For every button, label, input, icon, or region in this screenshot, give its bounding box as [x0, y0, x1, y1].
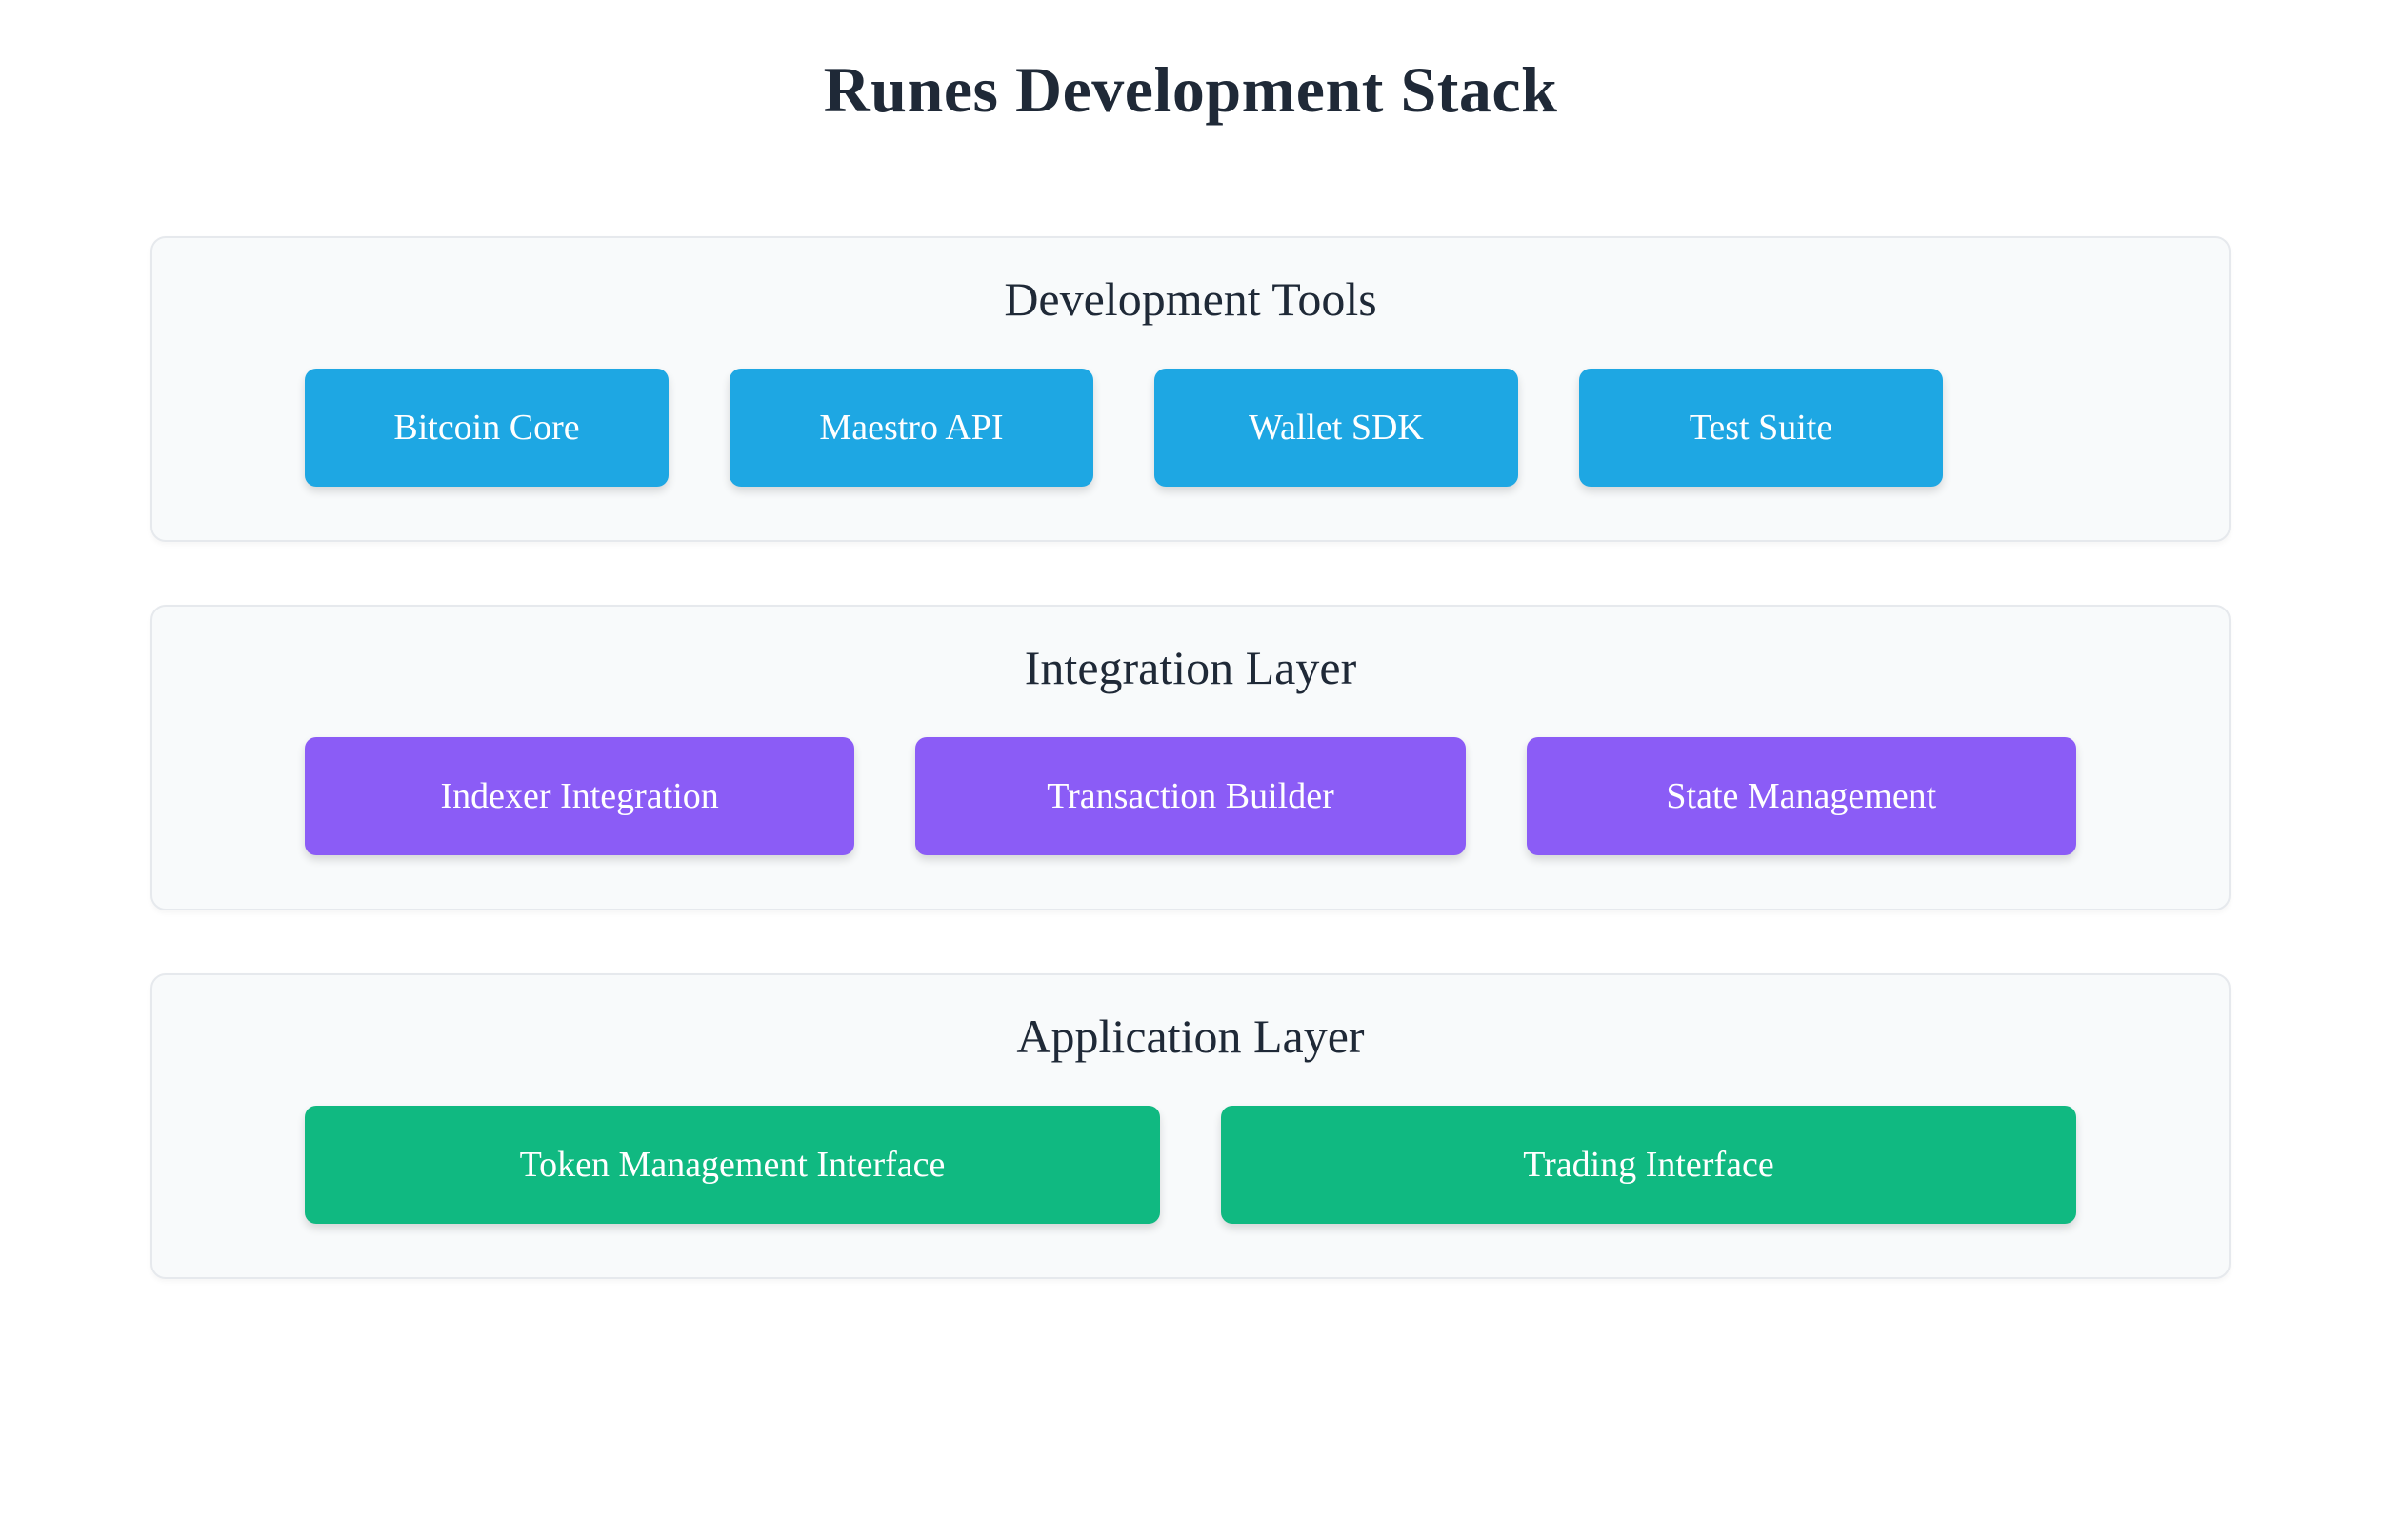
- layer-title-application-layer: Application Layer: [1016, 1010, 1365, 1063]
- node-wallet-sdk[interactable]: Wallet SDK: [1154, 369, 1518, 487]
- node-trading-interface[interactable]: Trading Interface: [1221, 1106, 2076, 1224]
- runes-stack-diagram: Runes Development Stack Development Tool…: [0, 52, 2381, 1279]
- node-test-suite[interactable]: Test Suite: [1579, 369, 1943, 487]
- layer-panel-integration-layer: Integration Layer Indexer Integration Tr…: [150, 605, 2231, 910]
- layer-title-development-tools: Development Tools: [1004, 272, 1377, 326]
- node-maestro-api[interactable]: Maestro API: [730, 369, 1093, 487]
- layer-panel-development-tools: Development Tools Bitcoin Core Maestro A…: [150, 236, 2231, 542]
- node-token-management-interface[interactable]: Token Management Interface: [305, 1106, 1160, 1224]
- button-row-application-layer: Token Management Interface Trading Inter…: [305, 1106, 2076, 1224]
- node-indexer-integration[interactable]: Indexer Integration: [305, 737, 855, 855]
- button-row-development-tools: Bitcoin Core Maestro API Wallet SDK Test…: [305, 369, 2076, 487]
- layer-title-integration-layer: Integration Layer: [1024, 641, 1357, 694]
- page-title: Runes Development Stack: [823, 53, 1558, 126]
- node-bitcoin-core[interactable]: Bitcoin Core: [305, 369, 669, 487]
- node-state-management[interactable]: State Management: [1526, 737, 2076, 855]
- node-transaction-builder[interactable]: Transaction Builder: [915, 737, 1466, 855]
- layer-panel-application-layer: Application Layer Token Management Inter…: [150, 973, 2231, 1279]
- button-row-integration-layer: Indexer Integration Transaction Builder …: [305, 737, 2076, 855]
